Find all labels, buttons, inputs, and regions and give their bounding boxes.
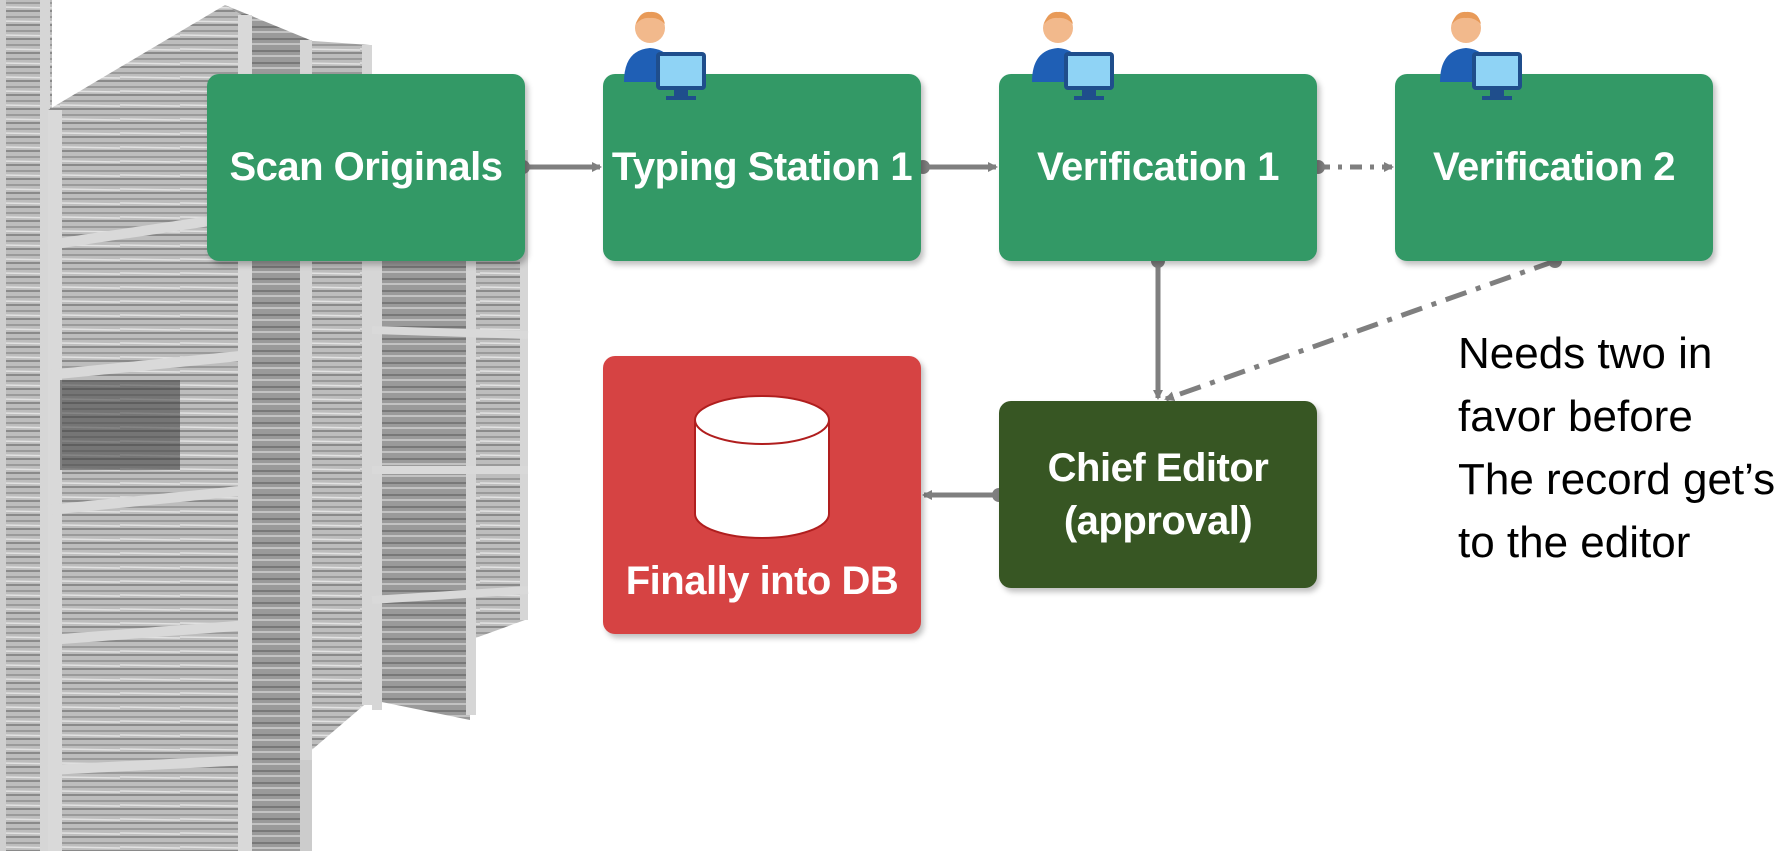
arrow-verification1-to-chief: [1151, 254, 1165, 400]
chief-editor-step: Chief Editor (approval): [999, 401, 1317, 588]
arrow-chief-to-db: [922, 488, 1006, 502]
database-cylinder-icon: [694, 395, 830, 539]
person-at-computer-icon: [1440, 11, 1522, 100]
approval-note: Needs two in favor before The record get…: [1458, 329, 1776, 567]
verification-2-step: Verification 2: [1395, 74, 1713, 261]
chief-editor-label: Chief Editor (approval): [1047, 445, 1269, 543]
final-db-label: Finally into DB: [625, 559, 899, 604]
archive-shelves-photo: [0, 0, 529, 851]
scan-originals-step: Scan Originals: [207, 74, 525, 261]
scan-originals-label: Scan Originals: [229, 145, 503, 190]
typing-station-label: Typing Station 1: [611, 145, 913, 190]
arrow-typing-to-verification1: [916, 160, 998, 174]
person-at-computer-icon: [1032, 11, 1114, 100]
final-db-step: Finally into DB: [603, 356, 921, 634]
typing-station-step: Typing Station 1: [603, 74, 921, 261]
verification-2-label: Verification 2: [1433, 145, 1675, 190]
verification-1-label: Verification 1: [1037, 145, 1279, 190]
verification-1-step: Verification 1: [999, 74, 1317, 261]
arrow-verification1-to-verification2: [1311, 160, 1394, 174]
person-at-computer-icon: [624, 11, 706, 100]
